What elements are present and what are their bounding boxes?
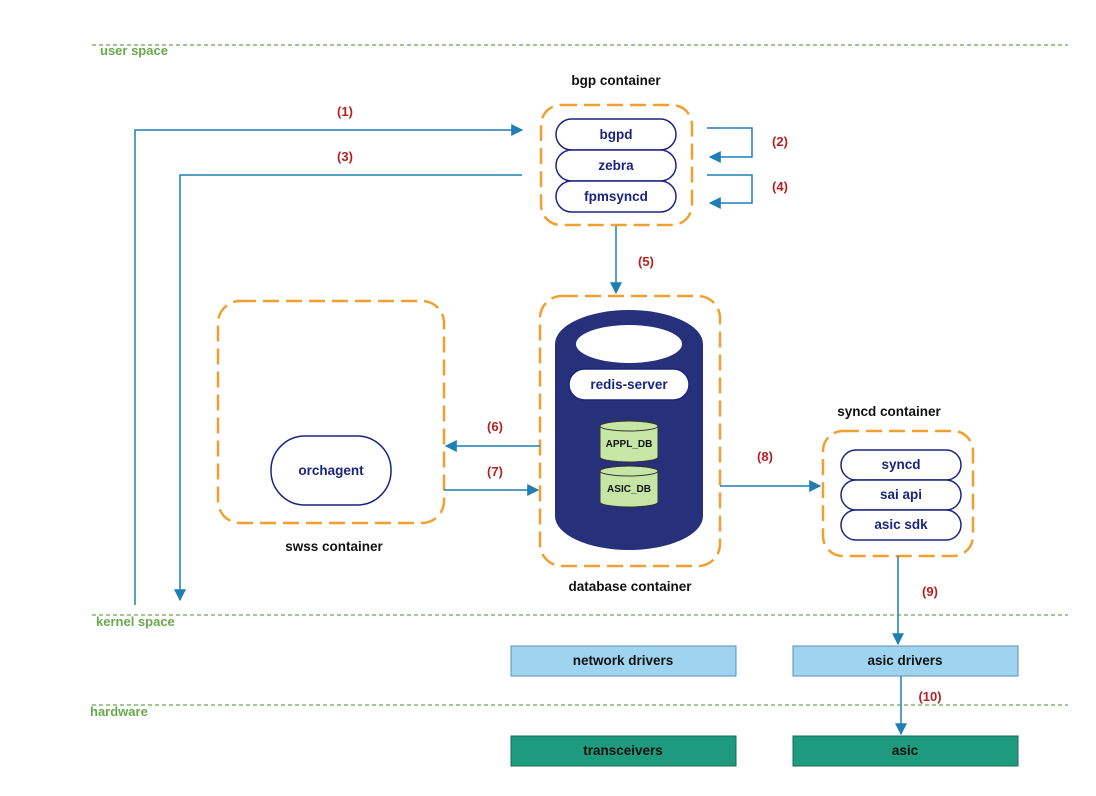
fpmsyncd-label: fpmsyncd [584,189,648,204]
step-10-label: (10) [918,689,941,704]
database-cylinder-top [576,325,682,363]
transceivers-box [510,735,737,767]
step-5-label: (5) [638,254,654,269]
arrow-3 [174,174,522,602]
zebra-label: zebra [598,158,634,173]
swss-container [216,299,446,525]
step-8-label: (8) [757,449,773,464]
user-space-label: user space [100,43,168,58]
arrow-4 [707,174,753,209]
hardware-label: hardware [90,704,148,719]
appl-db-label: APPL_DB [606,439,653,450]
syncd-label: syncd [881,457,920,472]
network-drivers-label: network drivers [573,653,674,668]
fpmsyncd-process [555,180,677,213]
bgp-container-title: bgp container [571,73,661,88]
transceivers-label: transceivers [583,743,663,758]
redis-server-label: redis-server [590,377,668,392]
asic-sdk-label: asic sdk [874,517,928,532]
step-4-label: (4) [772,179,788,194]
bgp-container [539,103,694,227]
step-1-label: (1) [337,104,353,119]
asic-sdk-process [840,509,962,541]
asic-drivers-box [792,645,1019,677]
asic-db-label: ASIC_DB [607,484,651,495]
syncd-container-title: syncd container [837,404,941,419]
bgpd-label: bgpd [600,127,633,142]
step-9-label: (9) [922,584,938,599]
appl-db-cylinder-top [599,420,659,432]
kernel-space-label: kernel space [96,614,175,629]
step-3-label: (3) [337,149,353,164]
arrow-1 [134,124,524,605]
orchagent-process [270,435,392,506]
asic-drivers-label: asic drivers [867,653,942,668]
step-2-label: (2) [772,134,788,149]
swss-container-title: swss container [285,539,383,554]
arrow-2 [707,127,753,163]
asic-box [792,735,1019,767]
step-6-label: (6) [487,419,503,434]
network-drivers-box [510,645,737,677]
step-7-label: (7) [487,464,503,479]
sai-api-label: sai api [880,487,922,502]
asic-db-cylinder-top [599,465,659,477]
asic-label: asic [892,743,919,758]
orchagent-label: orchagent [298,463,364,478]
database-container-title: database container [568,579,692,594]
database-container [538,294,722,568]
redis-server-process [568,368,690,401]
